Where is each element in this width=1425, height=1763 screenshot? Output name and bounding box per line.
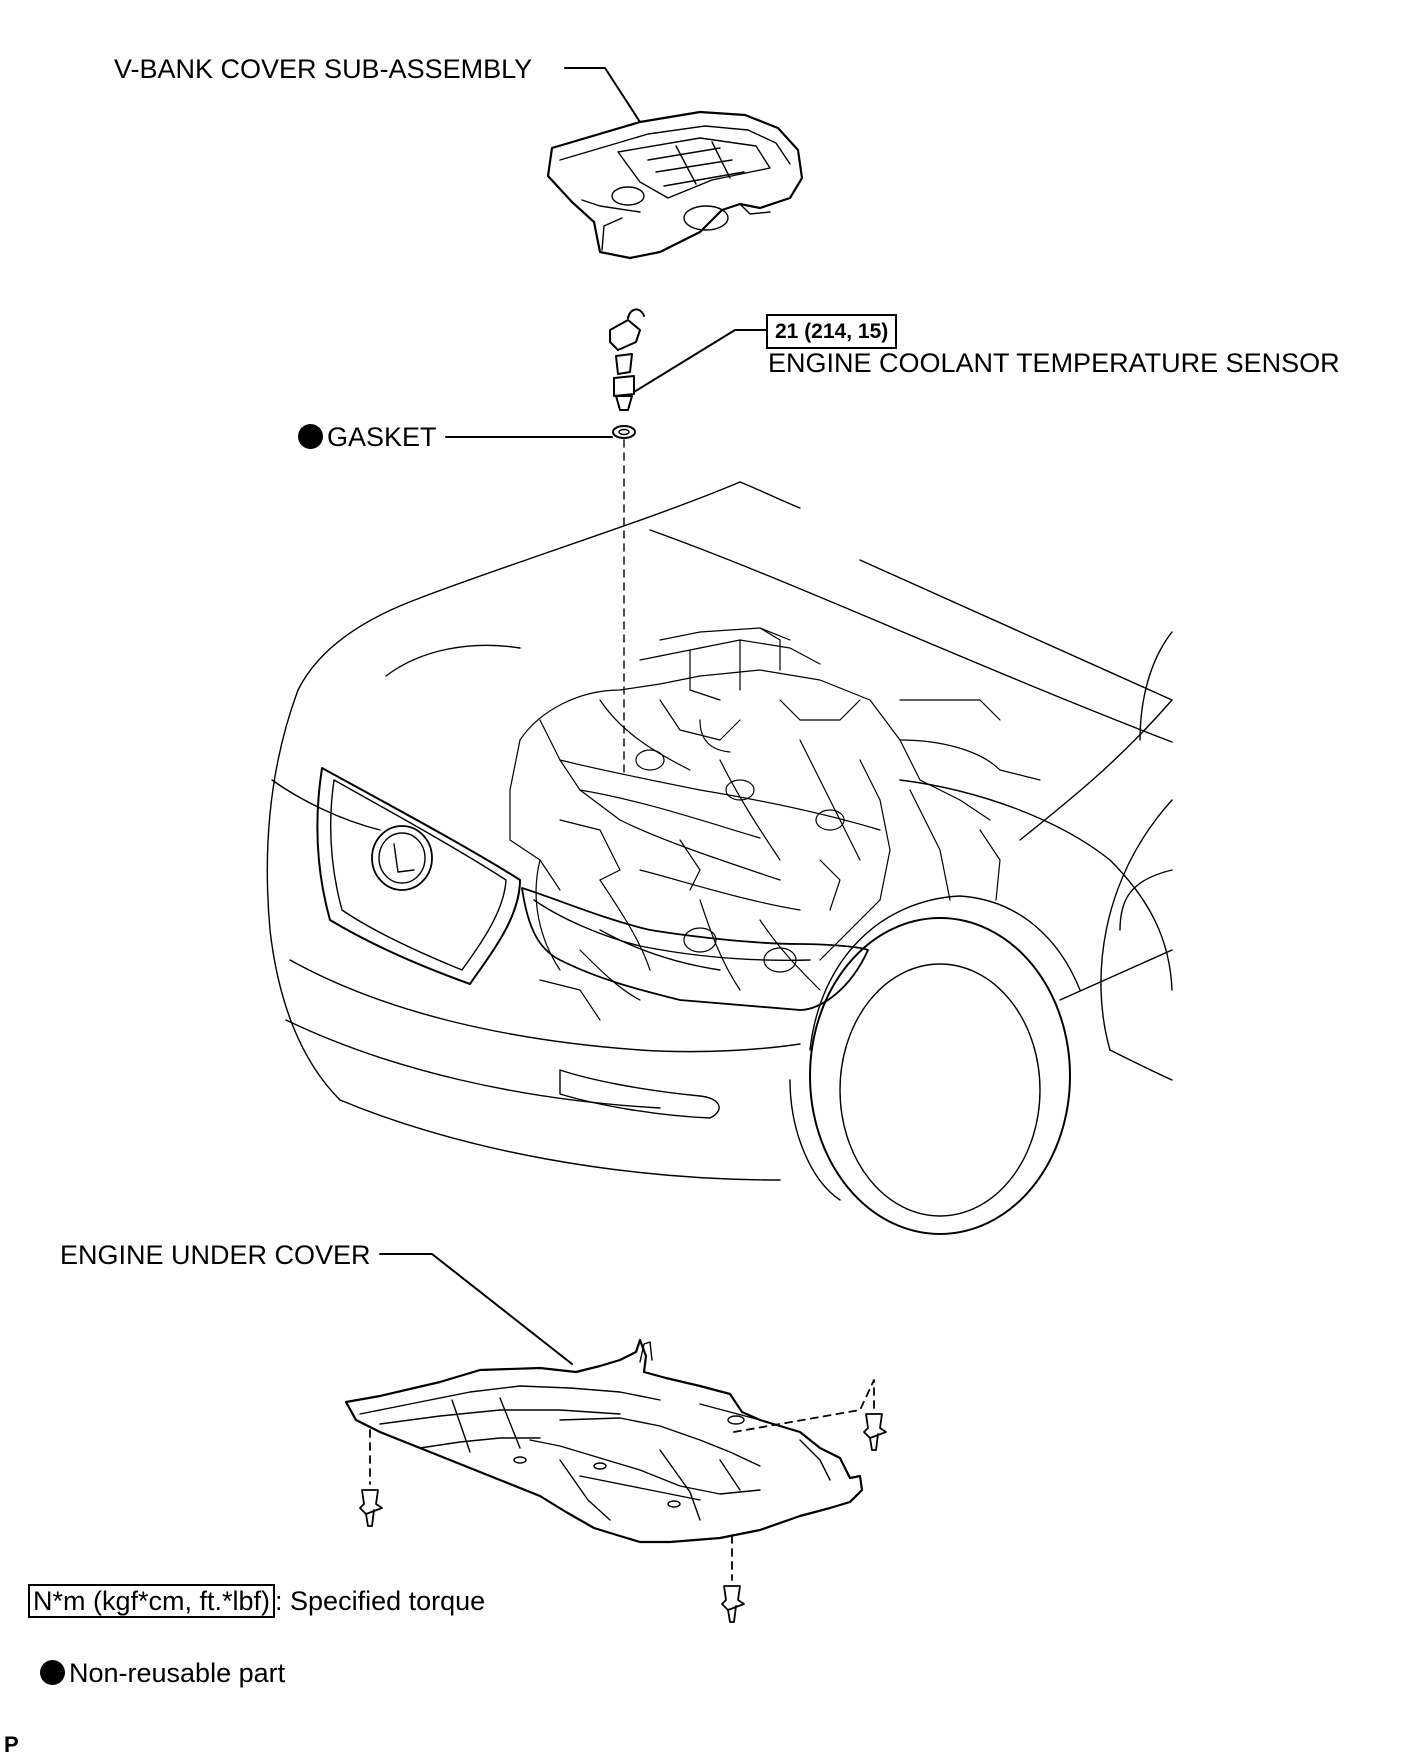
non-reusable-dot-icon xyxy=(40,1660,65,1685)
gasket-label: GASKET xyxy=(298,422,437,452)
vbank-cover-label: V-BANK COVER SUB-ASSEMBLY xyxy=(114,54,533,84)
coolant-sensor-part xyxy=(609,308,645,439)
legend-torque-unit: N*m (kgf*cm, ft.*lbf) xyxy=(28,1584,276,1618)
gasket-label-text: GASKET xyxy=(327,422,437,452)
coolant-sensor-label: ENGINE COOLANT TEMPERATURE SENSOR xyxy=(768,348,1340,378)
legend-torque: N*m (kgf*cm, ft.*lbf): Specified torque xyxy=(28,1584,486,1618)
under-cover-bolts xyxy=(359,1379,887,1623)
vbank-cover-part xyxy=(546,110,804,260)
corner-mark: P xyxy=(4,1732,19,1757)
under-cover-part xyxy=(344,1338,864,1544)
vehicle-outline xyxy=(266,481,1173,1235)
engine-block xyxy=(509,627,1041,1021)
vbank-leader-line xyxy=(564,67,641,123)
under-cover-label: ENGINE UNDER COVER xyxy=(60,1240,371,1270)
legend-nonreusable-text: Non-reusable part xyxy=(69,1658,286,1688)
legend-torque-text: : Specified torque xyxy=(275,1586,486,1616)
torque-spec-box: 21 (214, 15) xyxy=(766,314,898,349)
non-reusable-dot-icon xyxy=(298,424,323,449)
legend-nonreusable: Non-reusable part xyxy=(40,1658,285,1688)
under-cover-leader-line xyxy=(379,1253,573,1365)
sensor-leader-line xyxy=(633,329,767,393)
